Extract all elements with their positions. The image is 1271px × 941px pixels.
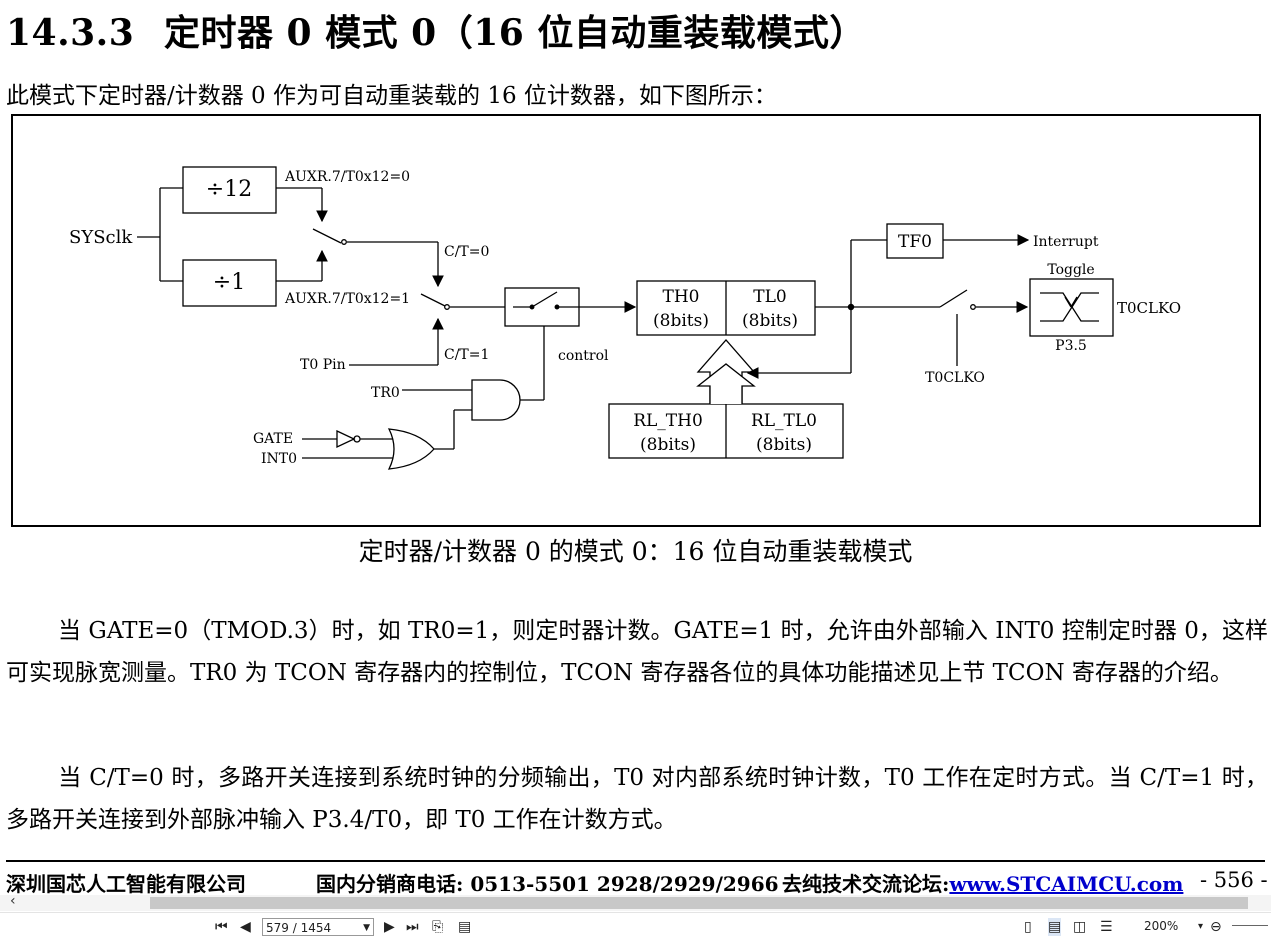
tl0-bits: (8bits) xyxy=(742,311,798,331)
page-dropdown-icon[interactable]: ▼ xyxy=(363,923,370,933)
timer-mode0-diagram: SYSclk ÷12 ÷1 AUXR.7/T0x12=0 AUXR.7/T0x1… xyxy=(69,166,1181,470)
div12-label: ÷12 xyxy=(206,177,252,202)
int0-label: INT0 xyxy=(261,451,297,467)
t0pin-label: T0 Pin xyxy=(300,357,346,373)
continuous-icon[interactable]: ▤ xyxy=(1048,918,1062,936)
toggle-label: Toggle xyxy=(1047,262,1094,278)
section-heading: 14.3.3 定时器 0 模式 0（16 位自动重装载模式） xyxy=(6,4,866,56)
section-number: 14.3.3 xyxy=(6,12,135,54)
last-page-icon[interactable]: ⏭ xyxy=(406,919,419,935)
footer-company: 深圳国芯人工智能有限公司 xyxy=(6,872,246,896)
horizontal-scrollbar[interactable]: ‹ xyxy=(0,893,1271,911)
div1-label: ÷1 xyxy=(213,270,245,295)
paragraph-gate: 当 GATE=0（TMOD.3）时，如 TR0=1，则定时器计数。GATE=1 … xyxy=(6,610,1268,694)
page-number-value: 579 / 1454 xyxy=(266,921,332,935)
p35-label: P3.5 xyxy=(1055,338,1087,354)
page-number-field[interactable]: 579 / 1454 ▼ xyxy=(262,918,374,936)
tf0-box xyxy=(886,223,944,259)
paragraph-ct-text: 当 C/T=0 时，多路开关连接到系统时钟的分频输出，T0 对内部系统时钟计数，… xyxy=(6,765,1268,833)
ct0-label: C/T=0 xyxy=(444,244,489,260)
footer-phone: 国内分销商电话: 0513-5501 2928/2929/2966 xyxy=(316,872,779,896)
tl0-label: TL0 xyxy=(753,287,786,307)
div1-box xyxy=(182,259,277,307)
div12-box xyxy=(182,166,277,214)
auxr-bottom-label: AUXR.7/T0x12=1 xyxy=(284,291,410,307)
zoom-dropdown-icon[interactable]: ▾ xyxy=(1198,921,1204,932)
viewer-toolbar: ⏮ ◀ 579 / 1454 ▼ ▶ ⏭ ⎘ ▤ ▯ ▤ ◫ ☰ 200% ▾ … xyxy=(0,912,1271,941)
rl-tl0-label: RL_TL0 xyxy=(751,411,817,431)
footer-rule xyxy=(6,860,1265,862)
single-page-icon[interactable]: ▯ xyxy=(1024,919,1032,935)
gate-label: GATE xyxy=(253,431,293,447)
sysclk-label: SYSclk xyxy=(69,227,133,248)
ct1-label: C/T=1 xyxy=(444,347,489,363)
toggle-box xyxy=(1029,278,1114,337)
facing-icon[interactable]: ◫ xyxy=(1073,919,1087,935)
interrupt-label: Interrupt xyxy=(1033,234,1099,250)
book-view-icon[interactable]: ☰ xyxy=(1100,919,1113,935)
footer-forum: 去纯技术交流论坛:www.STCAIMCU.com xyxy=(782,868,1183,897)
footer-forum-label: 去纯技术交流论坛: xyxy=(782,872,950,896)
or-gate xyxy=(387,428,435,470)
auxr-top-label: AUXR.7/T0x12=0 xyxy=(284,169,410,185)
rl-th0-bits: (8bits) xyxy=(640,435,696,455)
and-gate xyxy=(471,379,521,421)
paste-icon[interactable]: ▤ xyxy=(458,919,472,935)
control-label: control xyxy=(558,348,609,364)
scrollbar-thumb[interactable] xyxy=(150,897,1248,909)
t0clko-control-label: T0CLKO xyxy=(925,370,985,386)
tr0-label: TR0 xyxy=(371,385,400,401)
rl-th0-label: RL_TH0 xyxy=(633,411,703,431)
zoom-out-icon[interactable]: ⊖ xyxy=(1210,919,1222,935)
zoom-level[interactable]: 200% xyxy=(1144,919,1179,933)
t0clko-output-label: T0CLKO xyxy=(1117,299,1181,317)
paragraph-ct: 当 C/T=0 时，多路开关连接到系统时钟的分频输出，T0 对内部系统时钟计数，… xyxy=(6,757,1268,841)
scroll-left-icon[interactable]: ‹ xyxy=(10,893,16,909)
zoom-slider[interactable] xyxy=(1232,925,1268,926)
inverter xyxy=(336,429,356,449)
first-page-icon[interactable]: ⏮ xyxy=(215,919,228,935)
tf0-label: TF0 xyxy=(898,232,932,252)
intro-text: 此模式下定时器/计数器 0 作为可自动重装载的 16 位计数器，如下图所示： xyxy=(6,83,777,109)
th0-bits: (8bits) xyxy=(653,311,709,331)
prev-page-icon[interactable]: ◀ xyxy=(240,919,251,935)
page-number: - 556 - xyxy=(1200,868,1268,892)
rl-tl0-bits: (8bits) xyxy=(756,435,812,455)
section-title: 定时器 0 模式 0（16 位自动重装载模式） xyxy=(164,12,866,54)
copy-icon[interactable]: ⎘ xyxy=(432,919,444,935)
figure-frame: SYSclk ÷12 ÷1 AUXR.7/T0x12=0 AUXR.7/T0x1… xyxy=(11,114,1261,527)
footer-forum-link[interactable]: www.STCAIMCU.com xyxy=(949,872,1184,896)
next-page-icon[interactable]: ▶ xyxy=(384,919,395,935)
th0-label: TH0 xyxy=(663,287,700,307)
reload-arrow xyxy=(696,339,756,404)
paragraph-gate-text: 当 GATE=0（TMOD.3）时，如 TR0=1，则定时器计数。GATE=1 … xyxy=(6,618,1268,686)
figure-caption: 定时器/计数器 0 的模式 0：16 位自动重装载模式 xyxy=(358,537,913,566)
